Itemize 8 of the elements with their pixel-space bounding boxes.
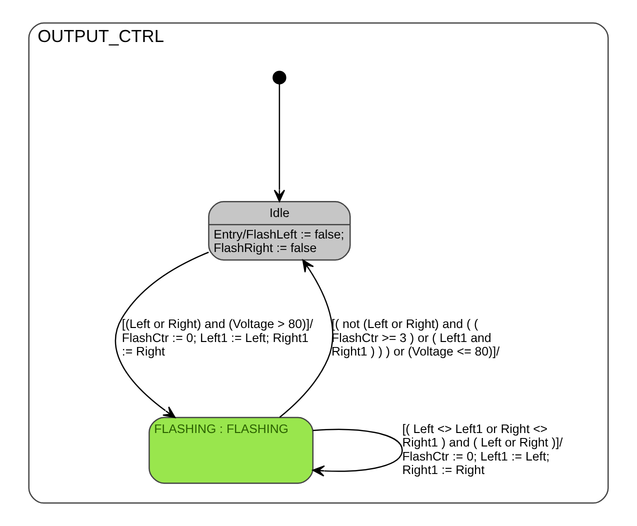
- arrow: [114, 252, 209, 418]
- node-circle: [272, 70, 286, 84]
- arrow: [279, 260, 334, 418]
- edge-label: [( Left <> Left1 or Right <> Right1 ) and ( Left or Right )]/ FlashCtr := 0; Left1 := Left; Right1 := Right: [402, 422, 563, 477]
- arrow: [312, 428, 403, 477]
- edge-label: [( not (Left or Right) and ( ( FlashCtr >= 3 ) or ( Left1 and Right1 ) ) ) or (Voltage <= 80)]/: [332, 317, 500, 358]
- arrow: [274, 84, 286, 202]
- edge-label: [(Left or Right) and (Voltage > 80)]/ FlashCtr := 0; Left1 := Left; Right1 := Right: [122, 317, 314, 358]
